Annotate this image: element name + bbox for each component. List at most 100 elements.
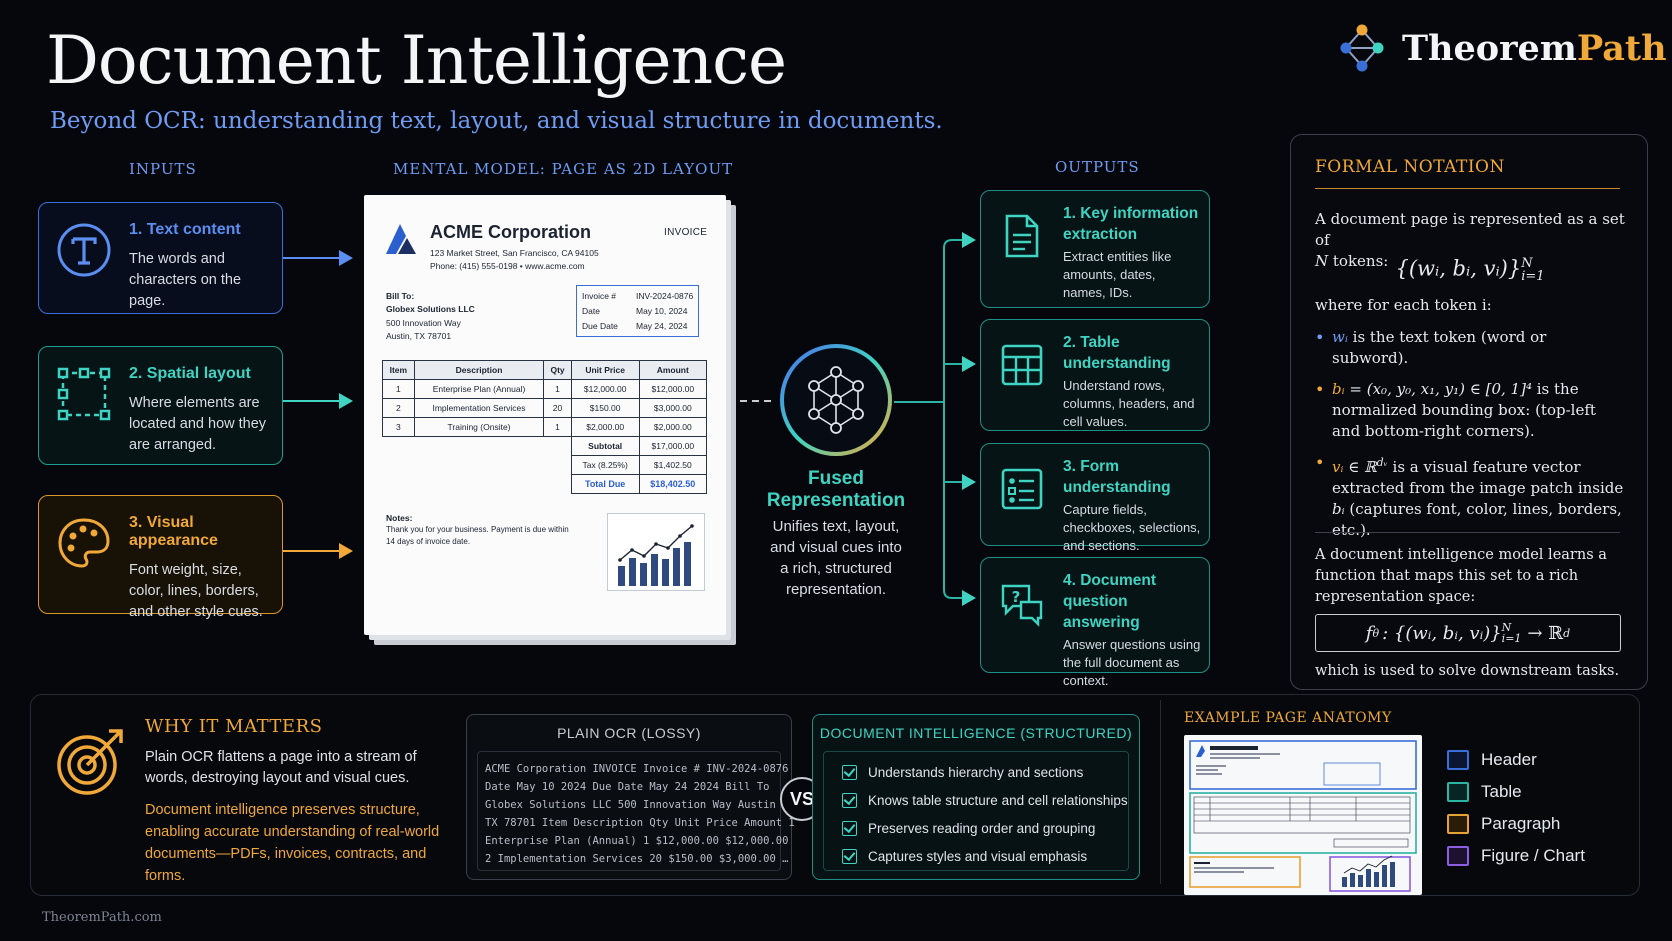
table-header: Description xyxy=(413,360,545,380)
output-card-form[interactable]: 3. Form understanding Capture fields, ch… xyxy=(980,443,1210,553)
formal-title: FORMAL NOTATION xyxy=(1315,157,1505,177)
bill-to-city: Austin, TX 78701 xyxy=(386,331,452,341)
acme-logo-icon xyxy=(386,224,416,254)
table-cell: 1 xyxy=(382,379,415,399)
fusion-connectors xyxy=(740,400,776,402)
fused-desc-line: Unifies text, layout, xyxy=(772,518,900,535)
output-card-qa[interactable]: ? 4. Document question answering Answer … xyxy=(980,557,1210,688)
table-cell: 1 xyxy=(543,379,572,399)
func-set: : {(wᵢ, bᵢ, vᵢ)} xyxy=(1382,622,1502,644)
input-card-visual[interactable]: 3. Visual appearance Font weight, size, … xyxy=(38,495,283,620)
input-desc-layout: Where elements are located and how they … xyxy=(129,395,267,453)
output-title: 2. Table understanding xyxy=(1063,334,1171,372)
ocr-text-stream: ACME Corporation INVOICE Invoice # INV-2… xyxy=(477,751,795,871)
table-header: Qty xyxy=(543,360,572,380)
output-card-table[interactable]: 2. Table understanding Understand rows, … xyxy=(980,319,1210,431)
ocr-line: TX 78701 Item Description Qty Unit Price… xyxy=(485,817,795,829)
output-card-key-info[interactable]: 1. Key information extraction Extract en… xyxy=(980,190,1210,308)
invoice-document-stack: ACME Corporation INVOICE 123 Market Stre… xyxy=(364,195,736,645)
input-card-text[interactable]: 1. Text content The words and characters… xyxy=(38,202,283,314)
di-title: DOCUMENT INTELLIGENCE (STRUCTURED) xyxy=(819,725,1133,741)
why-title: WHY IT MATTERS xyxy=(145,716,323,737)
footer-url[interactable]: TheoremPath.com xyxy=(42,910,162,925)
theorempath-logo-icon xyxy=(1340,24,1384,72)
anatomy-mini-page xyxy=(1184,735,1422,895)
input-card-layout[interactable]: 2. Spatial layout Where elements are loc… xyxy=(38,346,283,465)
notes-line: 14 days of invoice date. xyxy=(386,537,471,546)
input-title-layout: 2. Spatial layout xyxy=(129,365,251,382)
page-title: Document Intelligence xyxy=(46,22,787,99)
legend-swatch xyxy=(1447,814,1469,834)
sym-w: wᵢ xyxy=(1332,328,1348,346)
legend-item-table: Table xyxy=(1447,782,1585,802)
total-row: Total Due $18,402.50 xyxy=(383,474,708,494)
table-row: 1 Enterprise Plan (Annual) 1 $12,000.00 … xyxy=(382,379,708,399)
bill-to-street: 500 Innovation Way xyxy=(386,318,461,328)
target-icon xyxy=(57,729,123,795)
table-header: Item xyxy=(382,360,415,380)
output-branches xyxy=(894,232,976,606)
tax-row: Tax (8.25%) $1,402.50 xyxy=(383,455,708,475)
legend-swatch xyxy=(1447,782,1469,802)
formal-used: which is used to solve downstream tasks. xyxy=(1315,663,1620,679)
bullet-visual-feature: vᵢ ∈ ℝdᵥ is a visual feature vector extr… xyxy=(1315,452,1625,541)
bullet-bounding-box: bᵢ = (x₀, y₀, x₁, y₁) ∈ [0, 1]⁴ is the n… xyxy=(1315,379,1625,442)
meta-value: May 24, 2024 xyxy=(636,321,688,331)
total-value: $18,402.50 xyxy=(638,474,708,494)
input-desc-text: The words and characters on the page. xyxy=(129,251,242,309)
why-p1: Plain OCR flattens a page into a stream … xyxy=(145,749,417,786)
subtotal-row: Subtotal $17,000.00 xyxy=(382,436,708,456)
ocr-line: 2 Implementation Services 20 $150.00 $3,… xyxy=(485,853,789,865)
formal-intro-text: tokens: xyxy=(1332,252,1389,270)
bullet-text: is a visual feature vector extracted fro… xyxy=(1332,458,1624,497)
func-d: d xyxy=(1563,626,1571,640)
ocr-title: PLAIN OCR (LOSSY) xyxy=(557,725,701,741)
table-cell: 1 xyxy=(543,417,572,437)
subtotal-value: $17,000.00 xyxy=(638,436,708,456)
table-cell: Implementation Services xyxy=(413,398,545,418)
output-desc: Extract entities like amounts, dates, na… xyxy=(1063,249,1172,300)
output-title: 3. Form understanding xyxy=(1063,458,1171,496)
formal-learns: A document intelligence model learns a f… xyxy=(1315,547,1607,605)
model-heading: MENTAL MODEL: PAGE AS 2D LAYOUT xyxy=(393,160,734,178)
table-cell: 20 xyxy=(543,398,572,418)
table-row: 2 Implementation Services 20 $150.00 $3,… xyxy=(382,398,708,418)
fused-network-icon xyxy=(780,344,892,456)
table-cell: $2,000.00 xyxy=(638,417,708,437)
formal-intro: A document page is represented as a set … xyxy=(1315,209,1625,272)
input-title-text: 1. Text content xyxy=(129,221,241,238)
table-header: Amount xyxy=(638,360,708,380)
meta-key: Date xyxy=(582,306,600,316)
palette-icon xyxy=(58,518,110,568)
table-cell: $12,000.00 xyxy=(570,379,640,399)
table-row: 3 Training (Onsite) 1 $2,000.00 $2,000.0… xyxy=(382,417,708,437)
brand-suffix: Path xyxy=(1576,27,1667,69)
brand-prefix: Theorem xyxy=(1402,27,1577,69)
func-sub: i=1 xyxy=(1501,632,1522,645)
subtotal-label: Subtotal xyxy=(570,436,640,456)
di-check-label: Knows table structure and cell relations… xyxy=(868,793,1128,808)
table-icon xyxy=(1001,344,1043,386)
checkbox-checked-icon xyxy=(842,821,857,836)
sym-v: vᵢ xyxy=(1332,458,1344,476)
formal-intro-text: A document page is represented as a set … xyxy=(1315,210,1625,249)
formal-where: where for each token i: xyxy=(1315,296,1492,314)
sym-b-inline: bᵢ xyxy=(1332,500,1345,518)
legend-item-figure: Figure / Chart xyxy=(1447,846,1585,866)
output-title: 4. Document question answering xyxy=(1063,572,1157,631)
bullet-text: is the normalized bounding box: (top-lef… xyxy=(1332,380,1596,440)
di-check-label: Captures styles and visual emphasis xyxy=(868,849,1088,864)
legend-item-header: Header xyxy=(1447,750,1585,770)
fused-title-line: Fused xyxy=(808,468,864,489)
brand-logo[interactable]: TheoremPath xyxy=(1340,24,1667,72)
notes-label: Notes: xyxy=(386,513,413,523)
invoice-doc-type: INVOICE xyxy=(664,227,708,238)
notes-line: Thank you for your business. Payment is … xyxy=(386,525,569,534)
bar-chart-icon xyxy=(618,524,694,586)
meta-key: Due Date xyxy=(582,321,618,331)
sym-b: bᵢ xyxy=(1332,380,1345,398)
legend-label: Header xyxy=(1481,750,1537,769)
table-cell: $150.00 xyxy=(570,398,640,418)
